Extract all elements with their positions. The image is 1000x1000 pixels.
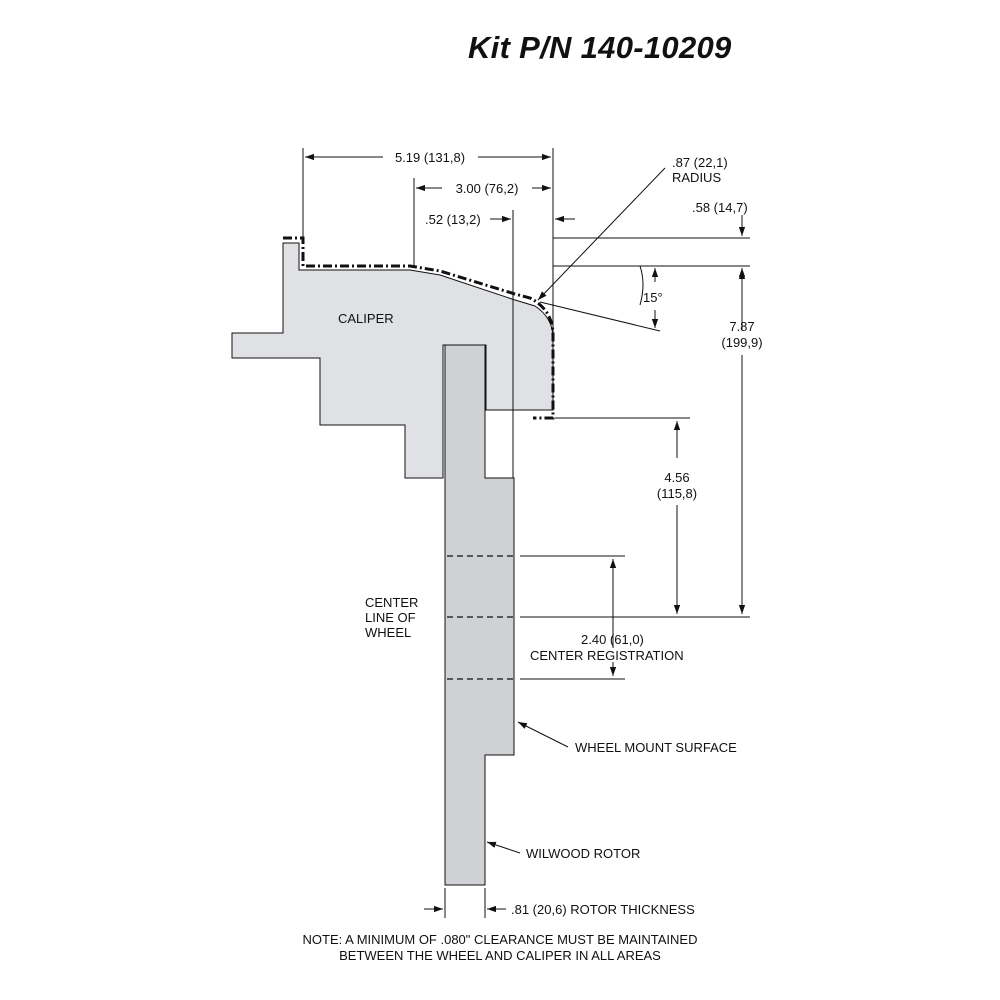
centerline-label-1: CENTER — [365, 595, 418, 610]
rotor-shape — [444, 344, 515, 886]
registration-word-label: CENTER REGISTRATION — [530, 648, 684, 663]
caliper-label: CALIPER — [338, 311, 394, 326]
radius-word-label: RADIUS — [672, 170, 721, 185]
registration-value-label: 2.40 (61,0) — [581, 632, 644, 647]
kit-part-number-title: Kit P/N 140-10209 — [468, 30, 732, 65]
angle-arc — [639, 265, 644, 306]
angle-label: 15° — [643, 290, 663, 305]
dim-456-in-label: 4.56 — [664, 470, 689, 485]
radius-value-label: .87 (22,1) — [672, 155, 728, 170]
dim-300-label: 3.00 (76,2) — [456, 181, 519, 196]
clearance-note-line-2: BETWEEN THE WHEEL AND CALIPER IN ALL ARE… — [339, 948, 661, 963]
dim-456-mm-label: (115,8) — [657, 486, 697, 501]
dim-058-label: .58 (14,7) — [692, 200, 748, 215]
wheel-mount-leader — [517, 721, 569, 748]
wheel-mount-surface-label: WHEEL MOUNT SURFACE — [575, 740, 737, 755]
extension-lines — [302, 148, 750, 680]
radius-leader — [537, 167, 666, 301]
center-marks — [447, 555, 514, 680]
caliper-shape — [231, 242, 554, 479]
dim-052-label: .52 (13,2) — [425, 212, 481, 227]
dim-787-in-label: 7.87 — [729, 319, 754, 334]
centerline-label-2: LINE OF — [365, 610, 416, 625]
rotor-leader — [486, 841, 521, 854]
centerline-label-3: WHEEL — [365, 625, 411, 640]
dim-overall-width-label: 5.19 (131,8) — [395, 150, 465, 165]
clearance-note-line-1: NOTE: A MINIMUM OF .080" CLEARANCE MUST … — [302, 932, 698, 947]
rotor-thickness-label: .81 (20,6) ROTOR THICKNESS — [511, 902, 695, 917]
wilwood-rotor-label: WILWOOD ROTOR — [526, 846, 640, 861]
dim-787-mm-label: (199,9) — [721, 335, 762, 350]
